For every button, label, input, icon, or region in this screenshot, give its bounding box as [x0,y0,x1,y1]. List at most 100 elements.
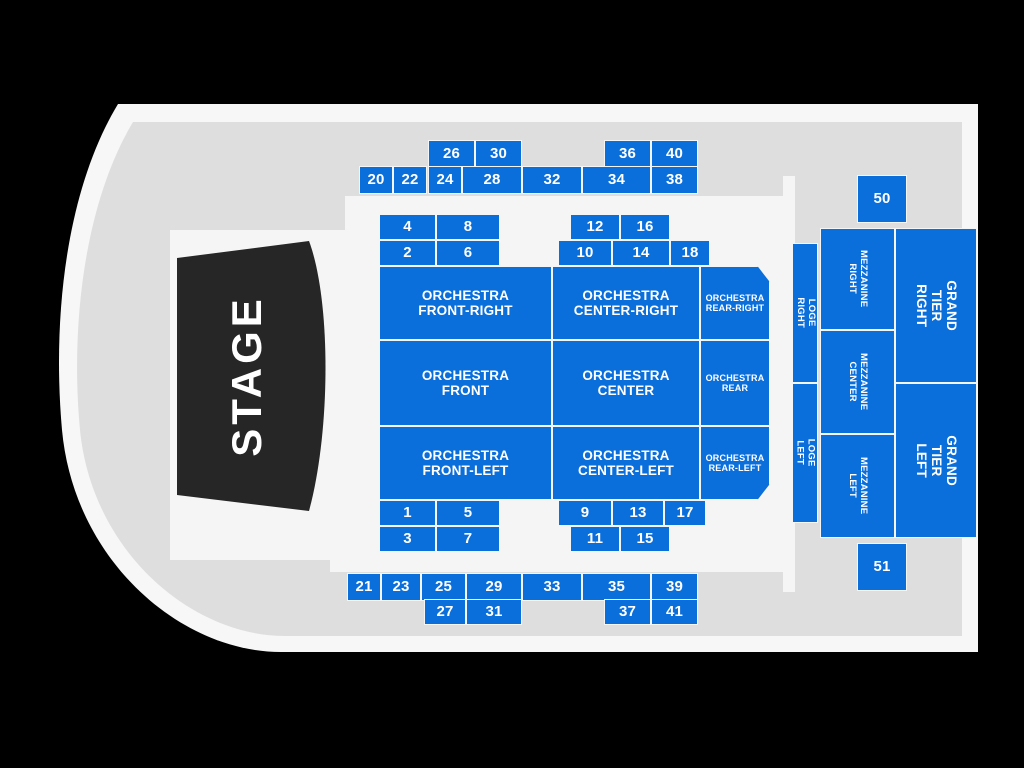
section-label: 33 [543,577,561,595]
section-26[interactable]: 26 [428,140,475,168]
section-28[interactable]: 28 [462,166,522,194]
section-40[interactable]: 40 [651,140,698,168]
section-50[interactable]: 50 [857,175,907,223]
section-label: 41 [665,602,684,620]
section-label: 9 [580,503,590,521]
section-label: 10 [576,243,594,261]
stage-shape[interactable] [177,241,326,511]
section-20[interactable]: 20 [359,166,393,194]
section-label: 8 [463,217,473,235]
section-24[interactable]: 24 [428,166,462,194]
stage-block[interactable]: STAGE [177,241,317,511]
section-label: 17 [676,503,694,521]
section-label: 7 [463,529,473,547]
section-label: 1 [403,503,412,521]
section-6[interactable]: 6 [436,240,500,266]
section-17[interactable]: 17 [664,500,706,526]
section-4[interactable]: 4 [379,214,436,240]
section-38[interactable]: 38 [651,166,698,194]
section-label: 13 [629,503,647,521]
section-label: 26 [442,144,461,162]
section-25[interactable]: 25 [421,573,466,601]
section-label: 32 [543,170,561,188]
section-14[interactable]: 14 [612,240,670,266]
section-label: 39 [665,577,684,595]
section-29[interactable]: 29 [466,573,522,601]
section-51[interactable]: 51 [857,543,907,591]
section-13[interactable]: 13 [612,500,664,526]
section-9[interactable]: 9 [558,500,612,526]
section-label: 36 [618,144,637,162]
section-7[interactable]: 7 [436,526,500,552]
section-32[interactable]: 32 [522,166,582,194]
section-3[interactable]: 3 [379,526,436,552]
section-8[interactable]: 8 [436,214,500,240]
section-label: 4 [403,217,412,235]
section-label: 50 [873,189,891,207]
section-label: 21 [355,577,373,595]
section-label: 16 [636,217,654,235]
section-label: 27 [436,602,454,620]
section-5[interactable]: 5 [436,500,500,526]
section-31[interactable]: 31 [466,599,522,625]
section-label: 22 [401,170,419,188]
section-12[interactable]: 12 [570,214,620,240]
section-label: 24 [436,170,454,188]
section-27[interactable]: 27 [424,599,466,625]
section-23[interactable]: 23 [381,573,421,601]
section-30[interactable]: 30 [475,140,522,168]
section-15[interactable]: 15 [620,526,670,552]
section-label: 38 [665,170,684,188]
section-1[interactable]: 1 [379,500,436,526]
section-10[interactable]: 10 [558,240,612,266]
section-37[interactable]: 37 [604,599,651,625]
section-33[interactable]: 33 [522,573,582,601]
section-36[interactable]: 36 [604,140,651,168]
section-11[interactable]: 11 [570,526,620,552]
section-39[interactable]: 39 [651,573,698,601]
section-22[interactable]: 22 [393,166,427,194]
section-label: 14 [632,243,650,261]
section-34[interactable]: 34 [582,166,651,194]
section-label: 15 [636,529,654,547]
section-35[interactable]: 35 [582,573,651,601]
section-18[interactable]: 18 [670,240,710,266]
section-41[interactable]: 41 [651,599,698,625]
section-label: 2 [403,243,412,261]
section-16[interactable]: 16 [620,214,670,240]
section-label: 23 [392,577,410,595]
section-2[interactable]: 2 [379,240,436,266]
section-label: 18 [681,243,699,261]
section-21[interactable]: 21 [347,573,381,601]
section-label: 30 [489,144,508,162]
